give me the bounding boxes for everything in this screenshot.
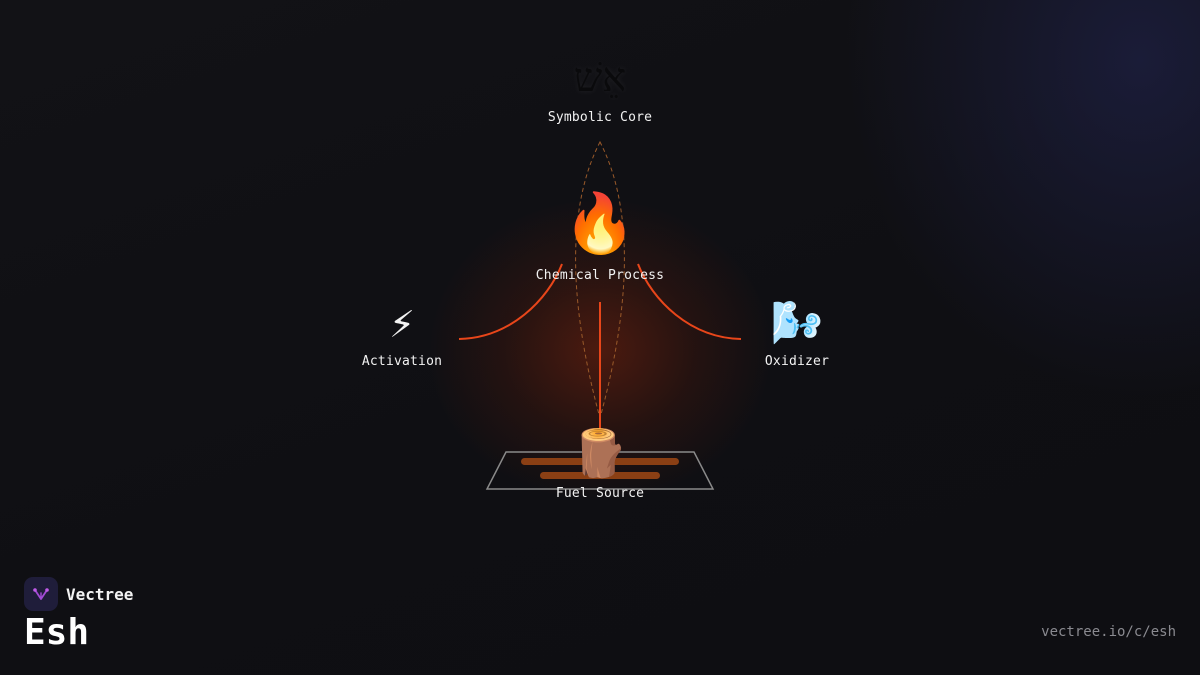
page-url[interactable]: vectree.io/c/esh bbox=[1041, 624, 1176, 640]
log-icon: 🪵 bbox=[571, 426, 629, 480]
oxidizer-label: Oxidizer bbox=[764, 354, 830, 369]
page-title: Esh bbox=[24, 612, 90, 653]
fuel-platform bbox=[485, 451, 715, 490]
hebrew-esh-glyph: אֵשׁ bbox=[573, 55, 627, 101]
vectree-logo-icon bbox=[24, 577, 58, 611]
fuel-source-node: 🪵 Fuel Source bbox=[556, 430, 644, 501]
chemical-process-node: 🔥 Chemical Process bbox=[536, 194, 664, 283]
brand[interactable]: Vectree bbox=[24, 577, 133, 611]
brand-name: Vectree bbox=[66, 584, 134, 604]
symbolic-core-node: אֵשׁ Symbolic Core bbox=[548, 58, 652, 125]
oxidizer-node: 🌬️ Oxidizer bbox=[764, 298, 830, 370]
lightning-icon: ⚡ bbox=[389, 298, 415, 347]
oxidizer-connector bbox=[637, 263, 742, 340]
fuel-source-label: Fuel Source bbox=[555, 486, 645, 501]
symbolic-core-label: Symbolic Core bbox=[547, 110, 653, 125]
fire-icon: 🔥 bbox=[563, 189, 637, 257]
activation-label: Activation bbox=[361, 354, 443, 369]
wind-icon: 🌬️ bbox=[770, 298, 824, 347]
fuel-bar-top bbox=[521, 458, 679, 465]
chemical-process-label: Chemical Process bbox=[535, 268, 665, 283]
fuel-bar-bottom bbox=[540, 472, 660, 479]
activation-node: ⚡ Activation bbox=[361, 298, 443, 370]
activation-connector bbox=[458, 263, 563, 340]
